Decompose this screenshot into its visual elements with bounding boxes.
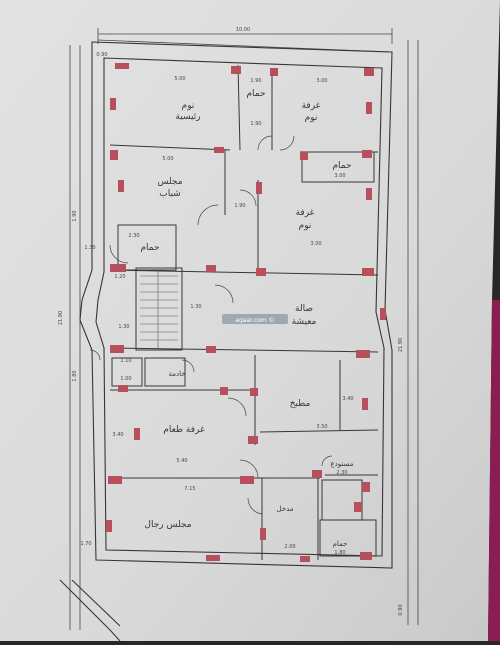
stair-block [135,267,183,351]
room-bedroom-top-line2: نوم [305,113,318,123]
room-youth-majlis-line1: مجلس [157,177,182,187]
dim-top-left: 0.90 [96,52,107,58]
door-arcs [89,135,333,515]
room-dining: غرفة طعام [163,425,205,435]
outer-wall [79,41,393,569]
dim-stair-a: 1.30 [190,304,201,310]
dim-left-b: 1.20 [114,274,125,280]
dim-bath-bottom-w: 1.80 [334,550,345,556]
room-living-hall-line1: صالة [295,304,313,314]
dim-bath-right-w: 3.00 [334,173,345,179]
dim-bed-mid-w: 3.00 [310,241,321,247]
room-bathroom-bottom: حمام [333,540,348,548]
watermark: aqaar.com © [222,314,288,324]
dim-bottom-right: 0.90 [398,604,404,615]
stair-treads [140,270,178,348]
magenta-edge [488,300,500,641]
room-maid: خادمة [168,370,185,378]
dim-youth-h: 1.90 [234,203,245,209]
dim-bath-left: 2.30 [128,233,139,239]
wall-columns [106,63,386,562]
room-youth-majlis-line2: شباب [159,189,180,199]
dim-kitchen-h: 3.40 [342,396,353,402]
dim-storage-w: 2.30 [336,470,347,476]
room-kitchen: مطبخ [290,399,311,409]
room-bathroom-top: حمام [246,89,265,99]
dim-side-b: 1.90 [72,210,78,221]
room-storage: مستودع [330,460,353,468]
room-bedroom-mid-line2: نوم [299,221,312,231]
dim-right-total: 21.90 [398,338,404,352]
dim-maid-b: 1.00 [120,376,131,382]
dim-left-a: 1.30 [84,245,95,251]
dim-bath-top-w: 1.90 [250,78,261,84]
room-bathroom-left: حمام [140,243,159,253]
room-bedroom-mid-line1: غرفة [296,208,315,218]
room-master-bedroom-line2: رئيسية [175,112,200,122]
dim-stair-b: 1.30 [118,324,129,330]
room-bathroom-right: حمام [332,161,351,171]
room-master-bedroom-line1: نوم [182,101,195,111]
dim-majlis-w: 7.15 [184,486,195,492]
dim-left-bottom: 1.70 [80,541,91,547]
dim-top-total: 10.00 [236,27,250,33]
dim-dining-h: 3.40 [112,432,123,438]
dim-dining-w: 5.40 [176,458,187,464]
room-bedroom-top-line1: غرفة [302,101,321,111]
room-living-hall-line2: معيشة [292,317,317,327]
room-entrance: مدخل [276,505,293,513]
room-mens-majlis: مجلس رجال [144,520,191,530]
dim-side-a: 1.80 [72,370,78,381]
watermark-text: aqaar.com © [235,317,274,324]
dim-bath-top-h: 1.90 [250,121,261,127]
inner-wall [95,57,385,557]
dim-kitchen-w: 3.50 [316,424,327,430]
dim-bed-top-w: 3.00 [316,78,327,84]
dim-left-total: 21.90 [58,311,64,325]
dim-maid-a: 1.10 [120,358,131,364]
dim-youth-width: 5.00 [162,156,173,162]
dim-master-width: 5.00 [174,76,185,82]
dim-entrance-w: 2.00 [284,544,295,550]
